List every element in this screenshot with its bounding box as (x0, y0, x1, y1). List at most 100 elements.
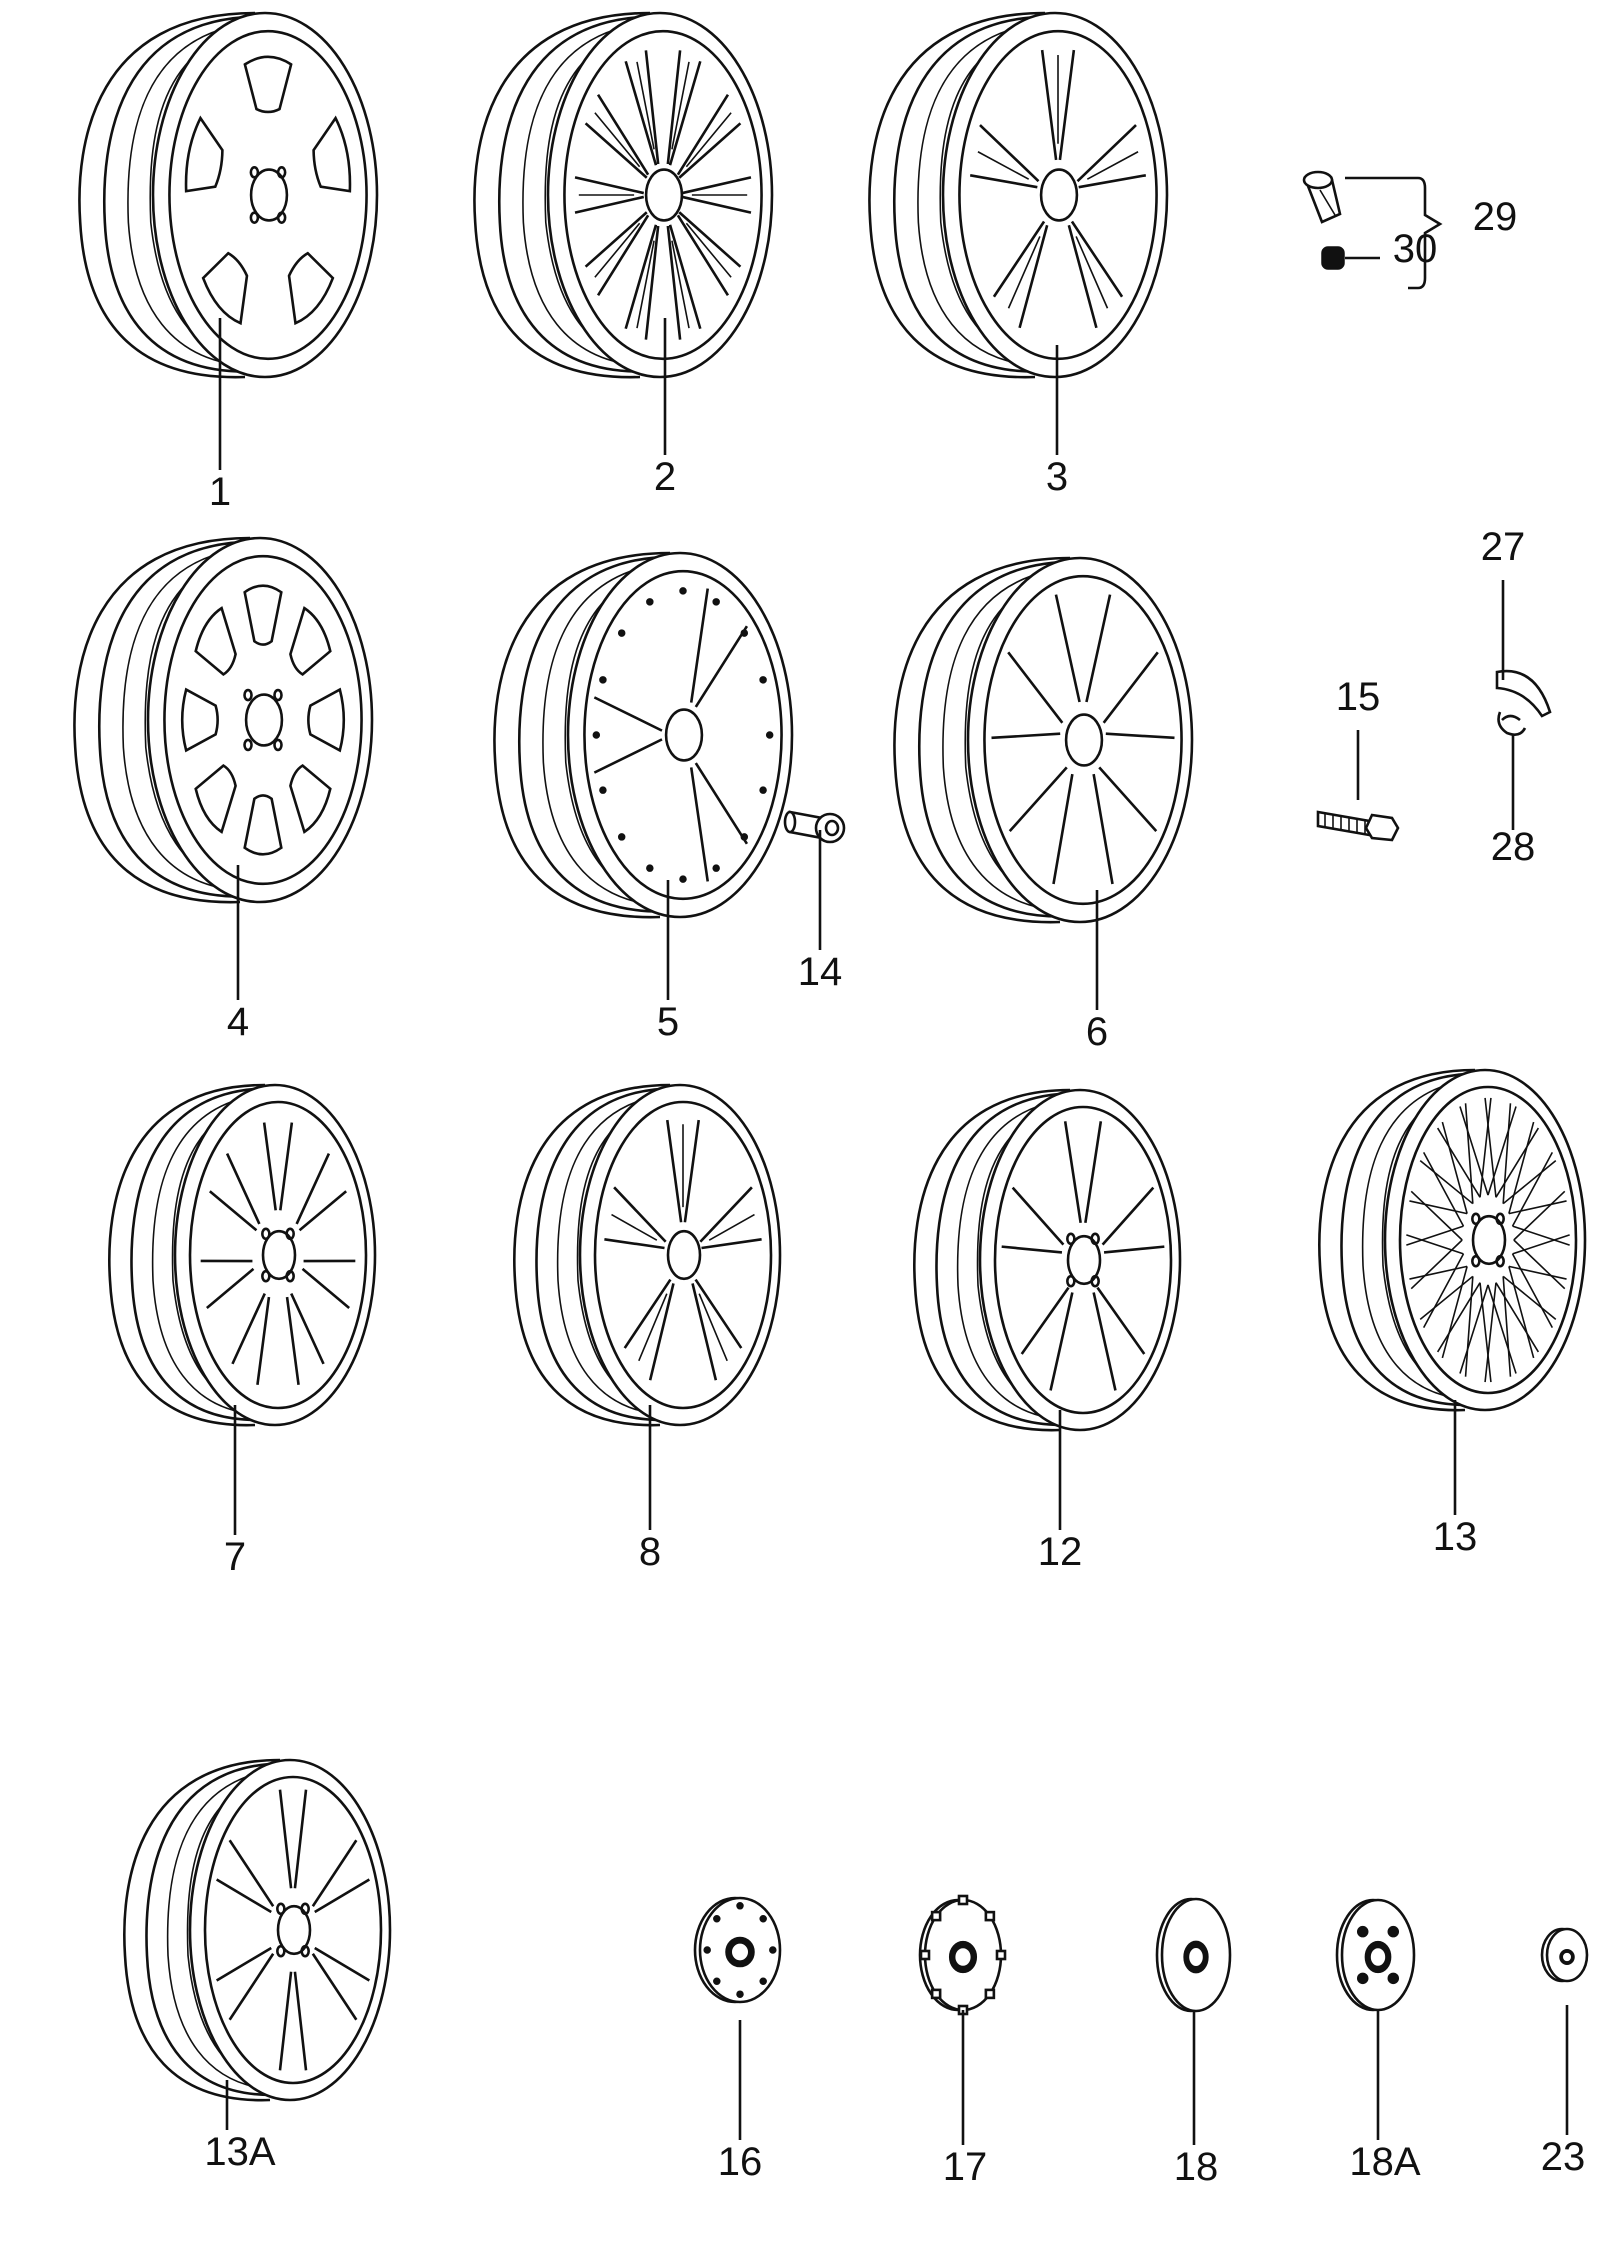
weight-clip-icon (1497, 711, 1527, 736)
spoke-pattern (215, 1789, 371, 2071)
rim-line (122, 546, 261, 892)
rim-barrel-inner (935, 1092, 1076, 1427)
wheel-4 (73, 536, 374, 904)
part-label-3: 3 (1046, 455, 1068, 499)
part-label-14: 14 (798, 950, 843, 994)
wheel-rim-edge (203, 1775, 383, 2085)
rim-barrel (1318, 1068, 1476, 1412)
rim-barrel-inner (535, 1087, 676, 1422)
wheel-13a (123, 1758, 392, 2102)
part-label-18: 18 (1174, 2145, 1219, 2189)
spoke-pattern (184, 55, 352, 326)
part-label-7: 7 (224, 1535, 246, 1579)
wheel-7 (108, 1083, 377, 1427)
wheel-rim-edge (1398, 1085, 1578, 1395)
hub-cap-17 (918, 1894, 1007, 2016)
rim-line (522, 21, 661, 367)
balance-weight-27 (1495, 669, 1552, 718)
rim-line (917, 21, 1056, 367)
valve-group-bracket (1345, 176, 1443, 290)
part-label-5: 5 (657, 1000, 679, 1044)
part-label-13: 13 (1433, 1515, 1478, 1559)
wheel-hub (261, 1229, 297, 1281)
rim-line (942, 566, 1081, 912)
hub-cap-18 (1155, 1897, 1232, 2013)
rim-barrel (868, 11, 1046, 379)
wheel-1 (78, 11, 379, 379)
locking-bolt-15 (1316, 810, 1400, 842)
locking-bolt-icon (1316, 810, 1400, 842)
wheel-rim-edge (188, 1100, 368, 1410)
spoke-pattern (574, 50, 752, 340)
part-label-6: 6 (1086, 1010, 1108, 1054)
rim-barrel-inner (918, 560, 1076, 918)
bracket-icon (1345, 176, 1443, 290)
vw-logo-icon (948, 1940, 978, 1974)
part-label-23: 23 (1541, 2135, 1586, 2179)
part-label-16: 16 (718, 2140, 763, 2184)
part-label-1: 1 (209, 470, 231, 514)
rim-barrel (73, 536, 251, 904)
part-label-15: 15 (1336, 675, 1381, 719)
rim-line (956, 1097, 1081, 1421)
rim-line (1361, 1077, 1486, 1401)
wheel-face (578, 1083, 782, 1427)
part-label-8: 8 (639, 1530, 661, 1574)
wheel-bolt-icon (783, 810, 846, 844)
wheel-hub (664, 708, 704, 762)
rim-barrel (513, 1083, 671, 1427)
wheel-5 (493, 551, 794, 919)
wheel-bolt-14 (783, 810, 846, 844)
wheel-face (1383, 1068, 1587, 1412)
rim-barrel-inner (145, 1762, 286, 2097)
rim-barrel-inner (1340, 1072, 1481, 1407)
rim-line (127, 21, 266, 367)
spoke-pattern (592, 587, 774, 883)
vw-logo-icon (1183, 1940, 1209, 1974)
wheel-rim-edge (993, 1105, 1173, 1415)
part-label-4: 4 (227, 1000, 249, 1044)
spoke-pattern (604, 1119, 762, 1381)
spoke-pattern (991, 594, 1175, 885)
part-label-30: 30 (1393, 227, 1438, 271)
spoke-pattern (1406, 1097, 1570, 1383)
wheel-hub (1066, 1234, 1102, 1286)
wheel-rim-edge (563, 29, 763, 361)
wheel-face (966, 556, 1194, 924)
center-cap-icon (1540, 1927, 1589, 1983)
wheel-rim-edge (583, 569, 783, 901)
hub-cap-icon (1155, 1897, 1232, 2013)
rim-barrel-inner (518, 555, 676, 913)
vw-logo-icon (1364, 1940, 1392, 1974)
wheel-face (188, 1758, 392, 2102)
wheel-8 (513, 1083, 782, 1427)
rim-barrel (913, 1088, 1071, 1432)
wheel-face (978, 1088, 1182, 1432)
weight-clip-28 (1497, 711, 1527, 736)
rim-barrel (108, 1083, 266, 1427)
vw-logo-icon (725, 1936, 755, 1968)
part-label-12: 12 (1038, 1530, 1083, 1574)
part-label-29: 29 (1473, 195, 1518, 239)
part-label-18a: 18A (1349, 2140, 1420, 2184)
part-label-2: 2 (654, 455, 676, 499)
rim-barrel-inner (98, 540, 256, 898)
rim-barrel-inner (498, 15, 656, 373)
hub-cap-16 (693, 1896, 782, 2004)
wheel-hub (1471, 1214, 1507, 1266)
rim-barrel (123, 1758, 281, 2102)
hub-cap-18a (1335, 1898, 1416, 2012)
part-label-27: 27 (1481, 525, 1526, 569)
spoke-pattern (1001, 1121, 1165, 1391)
wheel-face (566, 551, 794, 919)
wheel-face (941, 11, 1169, 379)
wheel-hub (644, 168, 684, 222)
hub-cap-icon (918, 1894, 1007, 2016)
part-label-28: 28 (1491, 825, 1536, 869)
wheel-3 (868, 11, 1169, 379)
rim-barrel-inner (893, 15, 1051, 373)
spoke-pattern (969, 49, 1147, 329)
rim-line (151, 1092, 276, 1416)
wheel-hub (276, 1904, 312, 1956)
